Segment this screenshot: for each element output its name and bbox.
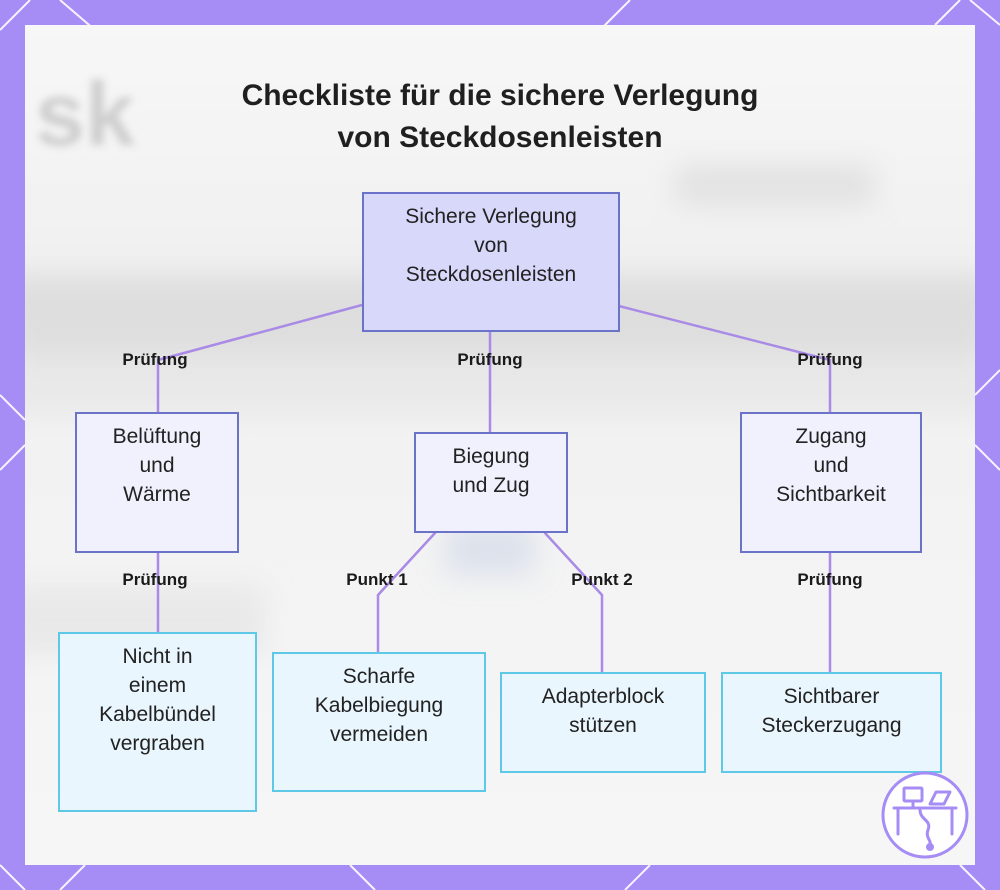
node-line: Steckerzugang: [761, 711, 901, 740]
title-line-1: Checkliste für die sichere Verlegung: [25, 75, 975, 117]
desk-computer-logo-icon: [880, 770, 970, 860]
node-line: Sichtbarer: [784, 682, 880, 711]
node-line: Sichtbarkeit: [776, 480, 886, 509]
node-line: und: [813, 451, 848, 480]
node-line: stützen: [569, 711, 637, 740]
node-line: vermeiden: [330, 720, 428, 749]
edge-root-left: [158, 305, 362, 412]
edge-label-right-leaf: Prüfung: [797, 570, 862, 590]
title-line-2: von Steckdosenleisten: [25, 117, 975, 159]
edge-center-leaf2: [545, 533, 602, 672]
node-line: vergraben: [110, 729, 205, 758]
diagram-title: Checkliste für die sichere Verlegung von…: [25, 75, 975, 159]
node-line: Scharfe: [343, 662, 415, 691]
node-line: Kabelbiegung: [315, 691, 443, 720]
edge-label-left-leaf: Prüfung: [122, 570, 187, 590]
node-line: einem: [129, 671, 186, 700]
node-adapterblock: Adapterblock stützen: [500, 672, 706, 773]
node-line: Biegung: [452, 442, 529, 471]
node-line: Belüftung: [113, 422, 202, 451]
node-steckerzugang: Sichtbarer Steckerzugang: [721, 672, 942, 773]
node-kabelbiegung: Scharfe Kabelbiegung vermeiden: [272, 652, 486, 792]
node-line: Kabelbündel: [99, 700, 216, 729]
node-line: und Zug: [452, 471, 529, 500]
node-line: Adapterblock: [542, 682, 665, 711]
node-line: Wärme: [123, 480, 191, 509]
node-line: Nicht in: [122, 642, 192, 671]
node-root-line: Steckdosenleisten: [406, 260, 576, 289]
node-belueftung: Belüftung und Wärme: [75, 412, 239, 553]
edge-label-center-leaf1: Punkt 1: [346, 570, 407, 590]
edge-label-root-left: Prüfung: [122, 350, 187, 370]
edge-label-root-right: Prüfung: [797, 350, 862, 370]
node-kabelbuendel: Nicht in einem Kabelbündel vergraben: [58, 632, 257, 812]
node-biegung: Biegung und Zug: [414, 432, 568, 533]
node-line: Zugang: [795, 422, 866, 451]
node-root-line: von: [474, 231, 508, 260]
edge-label-center-leaf2: Punkt 2: [571, 570, 632, 590]
edge-label-root-center: Prüfung: [457, 350, 522, 370]
node-root-line: Sichere Verlegung: [405, 202, 577, 231]
node-zugang: Zugang und Sichtbarkeit: [740, 412, 922, 553]
node-line: und: [139, 451, 174, 480]
diagram-panel: sk Checkliste für die sichere Verlegung …: [25, 25, 975, 865]
node-root: Sichere Verlegung von Steckdosenleisten: [362, 192, 620, 332]
edge-center-leaf1: [378, 533, 435, 652]
